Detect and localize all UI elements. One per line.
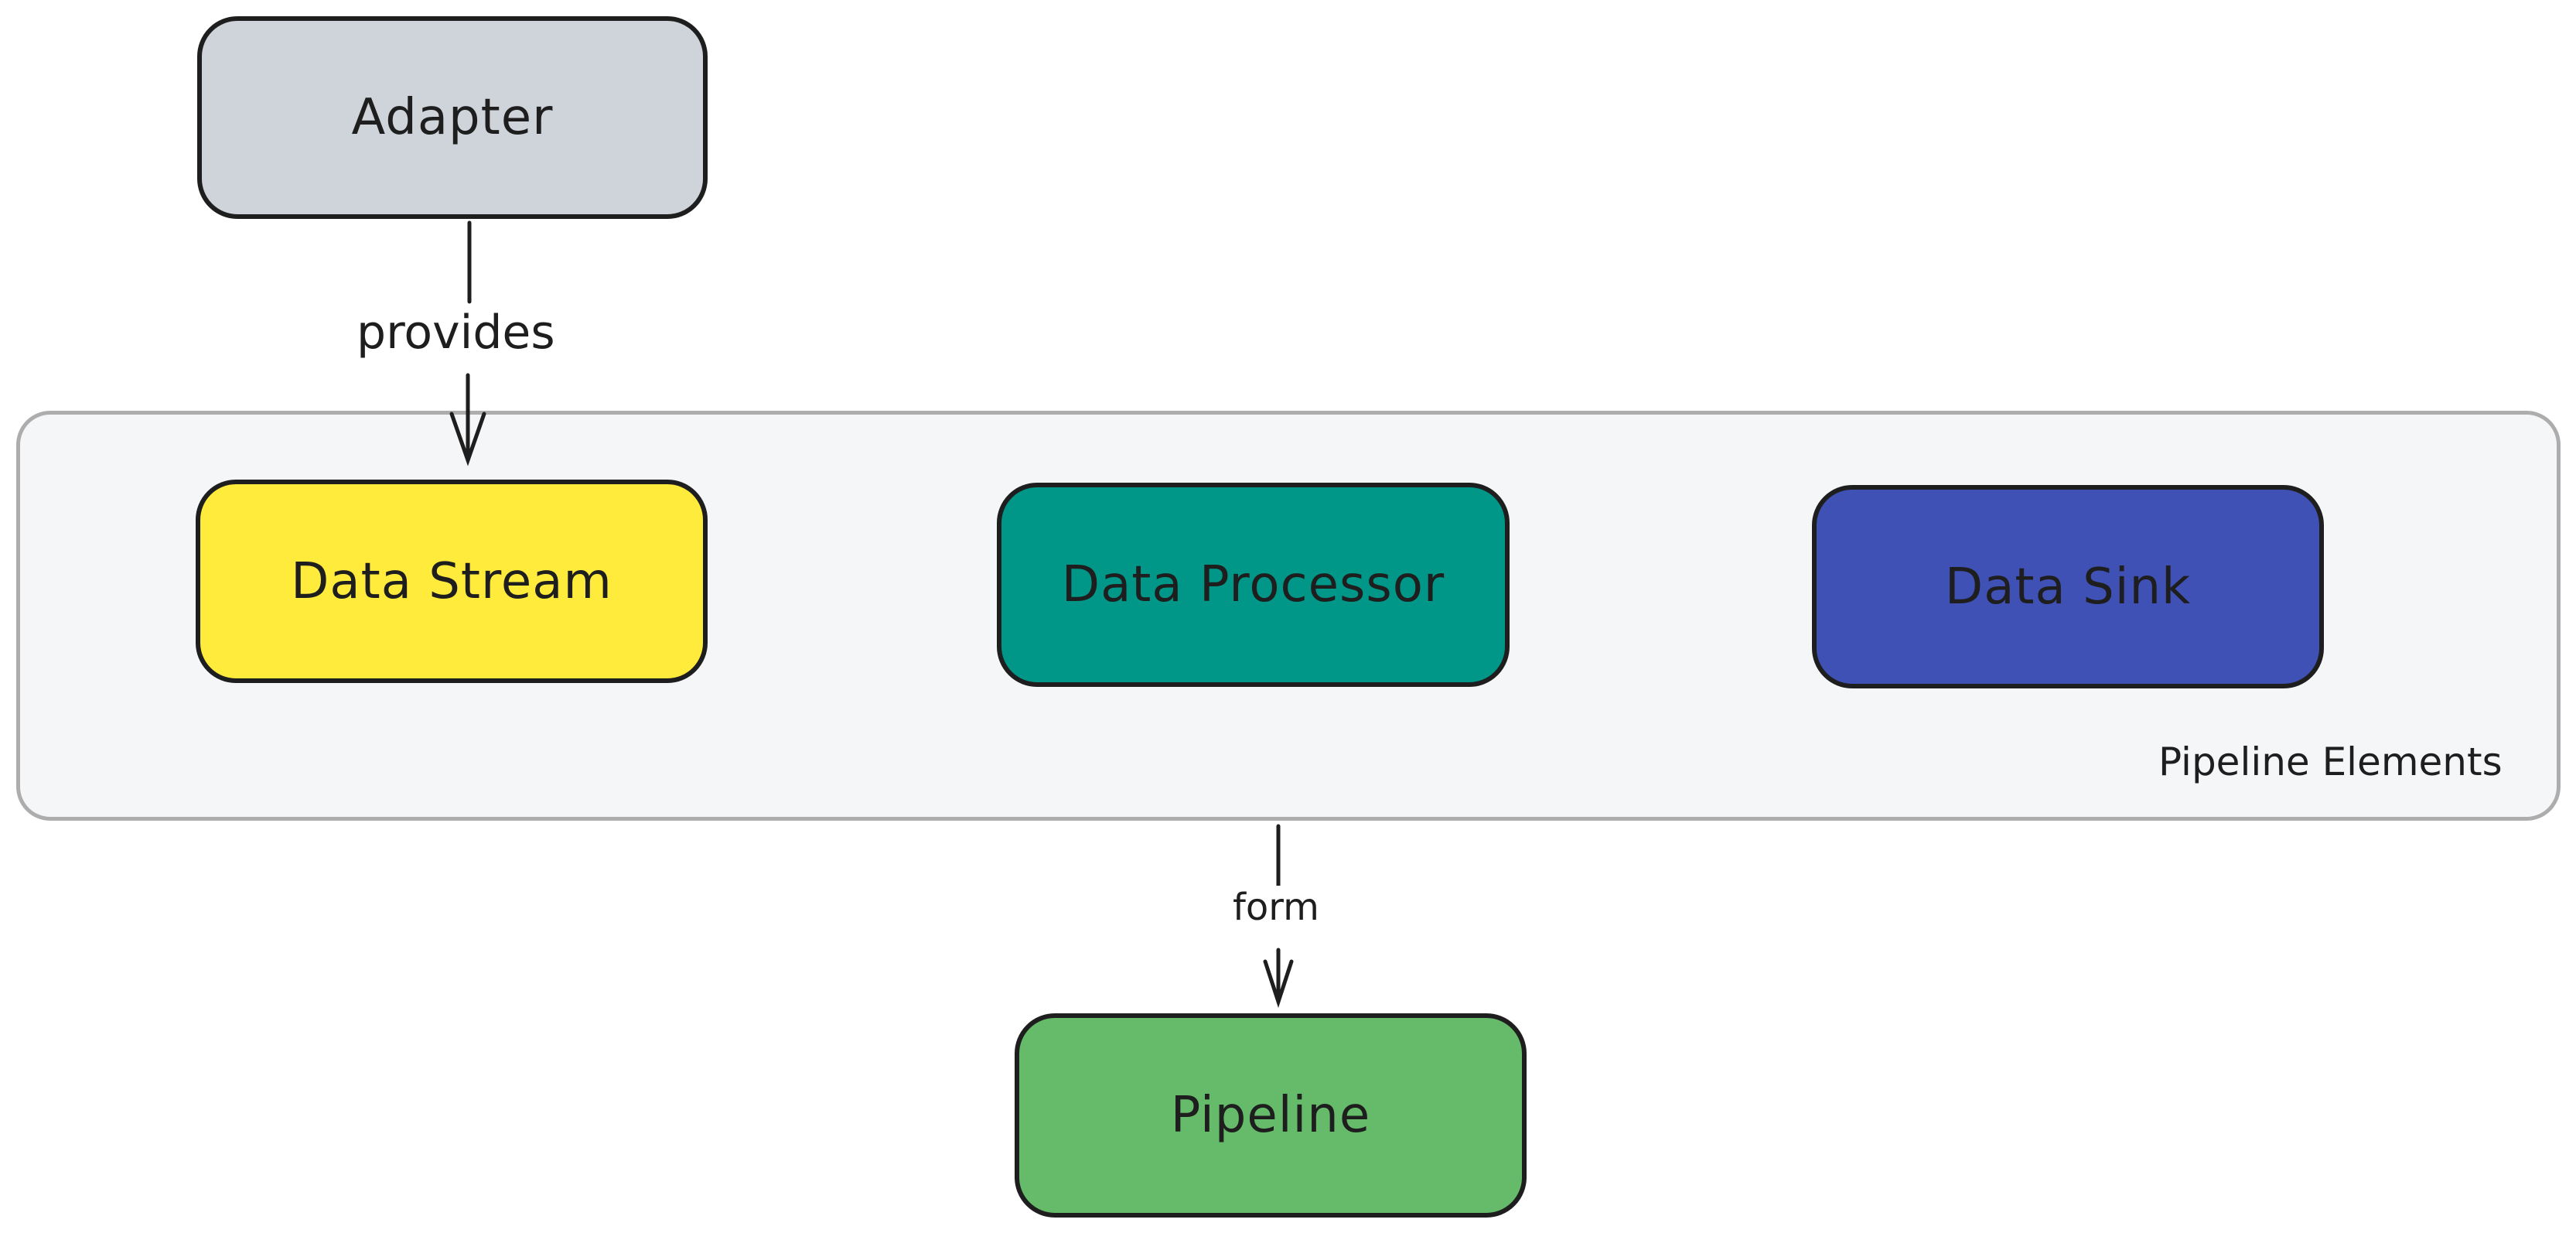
node-data-stream-label: Data Stream — [291, 552, 612, 610]
node-data-sink-label: Data Sink — [1944, 558, 2192, 616]
edge-adapter-to-data-stream — [449, 220, 486, 466]
node-data-processor[interactable]: Data Processor — [997, 483, 1510, 687]
node-pipeline-label: Pipeline — [1170, 1087, 1371, 1144]
node-data-sink[interactable]: Data Sink — [1812, 485, 2324, 688]
edge-group-to-pipeline — [1263, 824, 1294, 1009]
node-adapter[interactable]: Adapter — [197, 16, 708, 219]
node-pipeline[interactable]: Pipeline — [1015, 1013, 1527, 1218]
arrowhead-icon — [449, 412, 486, 466]
node-data-stream[interactable]: Data Stream — [196, 480, 708, 683]
pipeline-elements-label: Pipeline Elements — [2158, 739, 2503, 784]
edge-label-provides: provides — [352, 306, 560, 360]
node-data-processor-label: Data Processor — [1061, 556, 1445, 613]
arrowhead-icon — [1263, 959, 1294, 1009]
edge-label-form: form — [1228, 886, 1324, 929]
node-adapter-label: Adapter — [351, 89, 554, 146]
